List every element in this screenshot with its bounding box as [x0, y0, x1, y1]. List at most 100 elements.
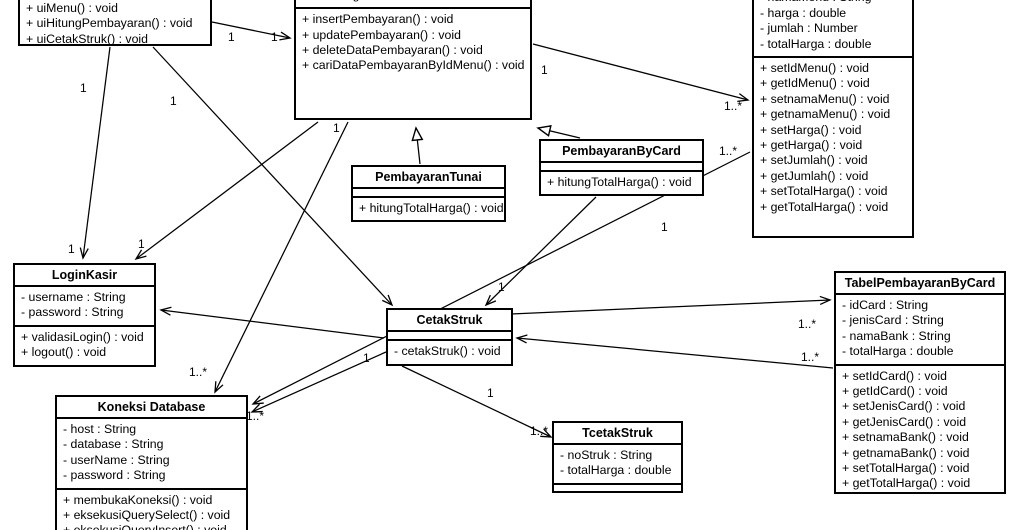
attribute-row: - harga : double [760, 5, 847, 20]
operations-compartment-koneksi-database: + membukaKoneksi() : void+ eksekusiQuery… [57, 490, 246, 530]
class-box-cetak-struk[interactable]: CetakStruk - cetakStruk() : void [386, 308, 513, 366]
operations-compartment-tcetak-struk [554, 485, 681, 492]
operation-row: + getIdMenu() : void [760, 76, 870, 91]
edge-pembayaran-to-menu [532, 43, 750, 102]
operation-row: + getTotalHarga() : void [760, 199, 889, 214]
operations-compartment-login-kasir: + validasiLogin() : void+ logout() : voi… [15, 327, 154, 365]
multiplicity-label: 1..* [189, 365, 208, 379]
compartment-divider [754, 56, 912, 59]
attributes-compartment-login-kasir: - username : String- password : String [15, 287, 154, 325]
operation-row: + membukaKoneksi() : void [63, 492, 213, 507]
operations-compartment-pembayaran-by-card: + hitungTotalHarga() : void [541, 172, 702, 194]
operation-row: + deleteDataPembayaran() : void [302, 43, 483, 58]
operation-row: + eksekusiQueryInsert() : void [63, 523, 241, 530]
class-box-koneksi-database[interactable]: Koneksi Database - host : String- databas… [55, 395, 248, 530]
edge-cetakstruk-to-tcetakstruk [401, 365, 553, 438]
operation-row: + setTotalHarga() : void [842, 461, 970, 476]
class-box-tabel-pembayaran-by-card[interactable]: TabelPembayaranByCard- idCard : String- … [834, 271, 1006, 494]
operation-row: + setnamaBank() : void [842, 430, 969, 445]
operation-row: + setJenisCard() : void [842, 399, 966, 414]
attributes-compartment-tabel-pembayaran-by-card: - idCard : String- jenisCard : String- n… [836, 295, 1004, 364]
edge-bycard-generalization [536, 125, 581, 139]
attribute-row: - userName : String [63, 452, 170, 467]
attribute-row: - namaBank : String [842, 328, 951, 343]
edge-pembayaran-to-loginkasir [134, 121, 319, 261]
edge-tunai-generalization [411, 126, 424, 165]
operations-compartment-pembayaran-tunai: + hitungTotalHarga() : void [353, 198, 504, 220]
class-box-menu[interactable]: - idMenu : String- namaMenu : String- ha… [752, 0, 914, 238]
class-name-tabel-pembayaran-by-card: TabelPembayaranByCard [844, 276, 996, 290]
operations-compartment-main-ui: main() : void+ uiLogin() : void+ uiMenu(… [20, 0, 210, 51]
attributes-compartment-pembayaran-by-card [541, 163, 702, 170]
class-box-main-ui[interactable]: main() : void+ uiLogin() : void+ uiMenu(… [18, 0, 212, 46]
attribute-row: - database : String [63, 437, 164, 452]
attributes-compartment-menu: - idMenu : String- namaMenu : String- ha… [754, 0, 912, 56]
attribute-row: - idCard : String [842, 298, 929, 312]
operation-row: + getHarga() : void [760, 138, 863, 153]
class-name-pembayaran-by-card: PembayaranByCard [562, 144, 681, 158]
operation-row: + hitungTotalHarga() : void [547, 175, 692, 189]
operation-row: + updatePembayaran() : void [302, 27, 461, 42]
class-name-koneksi-database: Koneksi Database [97, 400, 206, 414]
edge-cetakstruk-to-loginkasir [159, 306, 385, 339]
attribute-row: - password : String [21, 305, 124, 320]
multiplicity-label: 1 [333, 121, 340, 135]
attribute-row: - host : String [63, 422, 137, 436]
class-box-login-kasir[interactable]: LoginKasir - username : String- password … [13, 263, 156, 367]
attribute-row: - username : String [21, 290, 126, 304]
compartment-divider [554, 482, 681, 485]
class-box-pembayaran-by-card[interactable]: PembayaranByCard + hitungTotalHarga() : v… [539, 139, 704, 196]
operation-row: + hitungTotalHarga() : void [359, 201, 504, 215]
operation-row: + getJenisCard() : void [842, 414, 967, 429]
class-name-login-kasir: LoginKasir [51, 268, 118, 282]
attribute-row: - totalHarga : double [842, 344, 954, 359]
class-name-cetak-struk: CetakStruk [416, 313, 483, 327]
operation-row: + setnamaMenu() : void [760, 91, 890, 106]
edge-main-to-pembayaran [211, 21, 292, 41]
multiplicity-label: 1 [661, 220, 668, 234]
edge-pembayaran-to-koneksi [214, 121, 349, 394]
operation-row: + setIdCard() : void [842, 368, 947, 383]
operations-compartment-menu: + setIdMenu() : void+ getIdMenu() : void… [754, 58, 912, 219]
multiplicity-label: 1 [68, 242, 75, 256]
compartment-divider [15, 285, 154, 287]
operation-row: - cetakStruk() : void [394, 344, 501, 358]
class-box-pembayaran[interactable]: - harga : double- jumlah : Number- total… [294, 0, 532, 120]
multiplicity-label: 1 [541, 63, 548, 77]
multiplicity-label: 1 [80, 81, 87, 95]
attribute-row: - namaMenu : String [760, 0, 907, 6]
operation-row: + getnamaMenu() : void [760, 107, 891, 122]
operation-row: + getnamaBank() : void [842, 445, 970, 460]
compartment-divider [296, 7, 530, 10]
edge-main-to-loginkasir [79, 46, 111, 260]
operation-row: + setIdMenu() : void [760, 61, 870, 76]
class-box-tcetak-struk[interactable]: TcetakStruk - noStruk : String- totalHarg… [552, 421, 683, 493]
multiplicity-label: 1 [271, 30, 278, 44]
edge-cetakstruk-to-tabelbycard [510, 295, 832, 315]
operations-compartment-cetak-struk: - cetakStruk() : void [388, 341, 511, 363]
attribute-row: - totalHarga : double [760, 36, 872, 51]
attributes-compartment-cetak-struk [388, 332, 511, 339]
compartment-divider [836, 363, 1004, 366]
class-name-pembayaran-tunai: PembayaranTunai [375, 170, 482, 184]
attribute-row: - jumlah : Number [760, 21, 858, 36]
class-box-pembayaran-tunai[interactable]: PembayaranTunai + hitungTotalHarga() : vo… [351, 165, 506, 222]
operation-row: + validasiLogin() : void [21, 329, 144, 344]
operation-row: + logout() : void [21, 345, 107, 360]
compartment-divider [836, 293, 1004, 295]
multiplicity-label: 1..* [719, 144, 738, 158]
multiplicity-label: 1..* [801, 350, 820, 364]
attributes-compartment-pembayaran: - harga : double- jumlah : Number- total… [296, 0, 530, 7]
multiplicity-label: 1..* [246, 409, 265, 423]
operations-compartment-tabel-pembayaran-by-card: + setIdCard() : void+ getIdCard() : void… [836, 366, 1004, 496]
attributes-compartment-tcetak-struk: - noStruk : String- totalHarga : double [554, 445, 681, 483]
attributes-compartment-pembayaran-tunai [353, 189, 504, 196]
compartment-divider [57, 487, 246, 490]
operation-row: + uiMenu() : void [26, 0, 118, 15]
operation-row: + eksekusiQuerySelect() : void [63, 508, 231, 523]
operation-row: + uiCetakStruk() : void [26, 31, 148, 46]
multiplicity-label: 1..* [724, 99, 743, 113]
operations-compartment-pembayaran: + insertPembayaran() : void+ updatePemba… [296, 9, 530, 78]
class-name-tcetak-struk: TcetakStruk [582, 426, 653, 440]
